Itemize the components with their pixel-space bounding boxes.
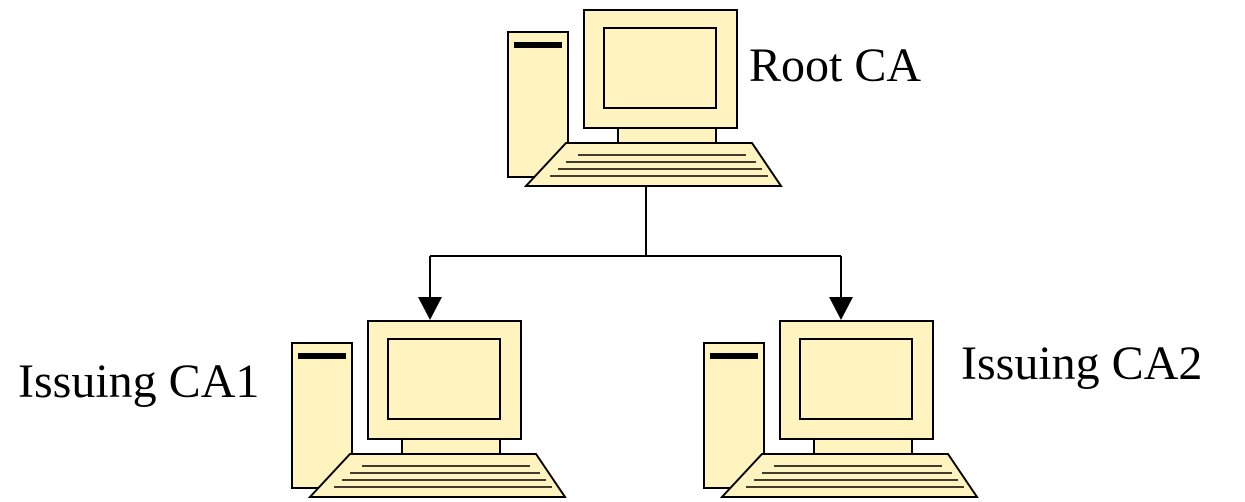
arrow-to-issuing-ca1: [418, 297, 442, 320]
issuing-ca2-label: Issuing CA2: [961, 337, 1203, 390]
connector-lines: [429, 186, 842, 300]
root-ca-label: Root CA: [749, 39, 922, 92]
root-ca-computer-icon: [507, 9, 782, 187]
arrow-to-issuing-ca2: [829, 297, 853, 320]
issuing-ca2-computer-icon: [703, 320, 978, 498]
issuing-ca1-computer-icon: [291, 320, 566, 498]
issuing-ca1-label: Issuing CA1: [18, 355, 260, 408]
